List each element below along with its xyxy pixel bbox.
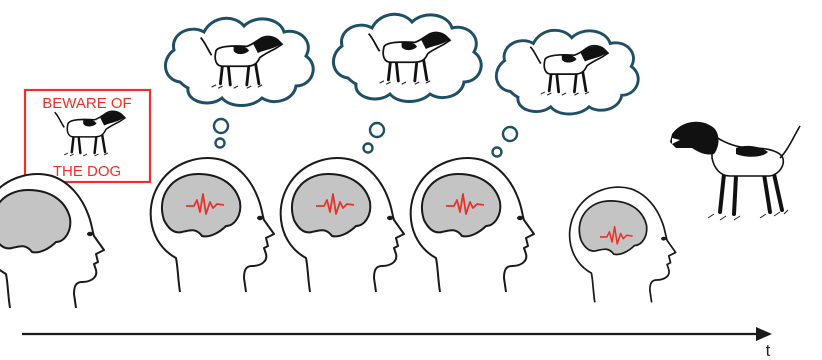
thought-3: [493, 30, 639, 156]
time-axis: t: [22, 327, 772, 360]
thought-1: [165, 18, 313, 147]
sign-line-1: BEWARE OF: [42, 95, 131, 112]
thought-2: [333, 14, 481, 152]
thought-bubble: [216, 139, 225, 148]
eye-icon: [257, 216, 263, 220]
thought-bubble: [364, 144, 373, 153]
sign-line-2: THE DOG: [53, 163, 121, 180]
eye-icon: [517, 216, 523, 220]
thought-bubble: [370, 123, 384, 137]
real-dog-icon: [670, 122, 800, 220]
thought-bubble: [493, 148, 502, 157]
person-head-1: [0, 174, 104, 308]
person-head-5: [570, 187, 676, 302]
arrow-head-icon: [756, 327, 772, 341]
thought-bubble: [503, 127, 517, 141]
eye-icon: [87, 232, 93, 236]
time-axis-label: t: [766, 341, 771, 360]
person-head-3: [281, 158, 404, 292]
beware-sign: BEWARE OF THE DOG: [25, 90, 150, 182]
person-head-2: [151, 158, 274, 292]
eye-icon: [661, 237, 666, 241]
person-head-4: [411, 158, 534, 292]
eye-icon: [387, 216, 393, 220]
thought-bubble: [214, 119, 228, 133]
